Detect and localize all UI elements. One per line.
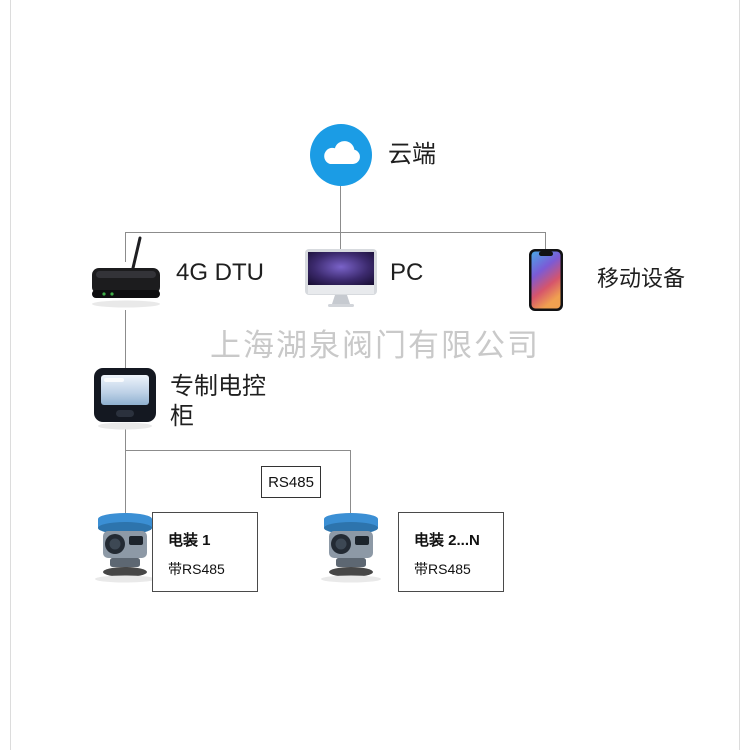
connector-rs485-bus	[125, 450, 351, 451]
page-border-left	[10, 0, 11, 750]
page-border-right	[739, 0, 740, 750]
connector-cabinet-down	[125, 428, 126, 450]
router-icon	[88, 236, 164, 310]
connector-dtu-cabinet	[125, 310, 126, 368]
dtu-label: 4G DTU	[176, 259, 265, 286]
mobile-label: 移动设备	[597, 266, 686, 291]
connector-cloud-down	[340, 186, 341, 232]
rs485-bus-label: RS485	[261, 466, 321, 498]
actuator-1-title: 电装 1	[168, 532, 211, 549]
actuator-1-infobox: 电装 1 带RS485	[152, 512, 258, 592]
pc-icon	[303, 247, 379, 309]
connector-to-actuator1	[125, 450, 126, 516]
connector-to-mobile	[545, 232, 546, 252]
actuator-1-subtitle: 带RS485	[168, 561, 225, 577]
actuator-2-icon	[316, 508, 386, 584]
actuator-2-subtitle: 带RS485	[414, 561, 471, 577]
actuator-2-infobox: 电装 2...N 带RS485	[398, 512, 504, 592]
cabinet-label: 专制电控柜	[170, 373, 266, 430]
cloud-label: 云端	[388, 141, 436, 168]
watermark-text: 上海湖泉阀门有限公司	[210, 328, 540, 363]
actuator-1-icon	[90, 508, 160, 584]
actuator-2-title: 电装 2...N	[414, 532, 480, 549]
cloud-icon	[310, 124, 372, 186]
phone-icon	[528, 248, 564, 312]
cabinet-icon	[92, 366, 158, 430]
pc-label: PC	[390, 259, 424, 286]
connector-to-dtu	[125, 232, 126, 262]
connector-top-bus	[125, 232, 546, 233]
connector-to-pc	[340, 232, 341, 250]
connector-to-actuator2	[350, 450, 351, 516]
